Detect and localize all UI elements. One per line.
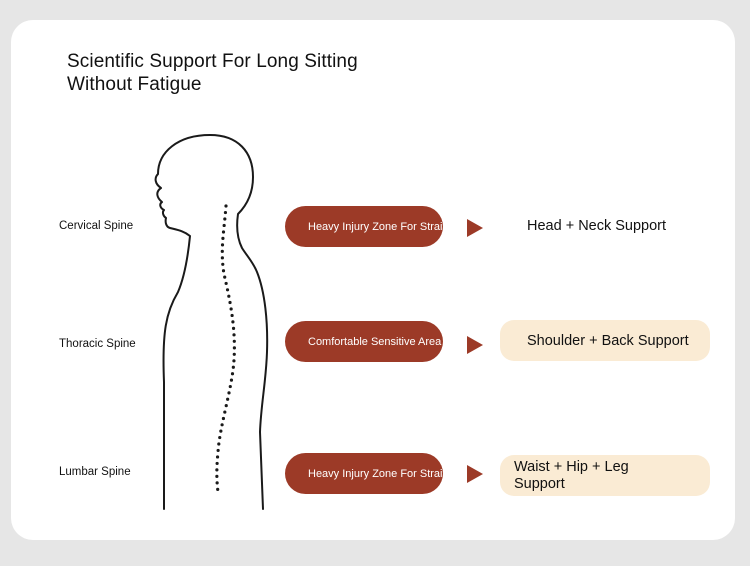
zone-pill-thoracic: Comfortable Sensitive Area [285, 321, 443, 362]
support-line-2: Support [514, 475, 565, 492]
arrow-right-icon [467, 465, 483, 483]
support-waist-hip-leg: Waist + Hip + Leg Support [500, 455, 710, 496]
lumbar-spine-label: Lumbar Spine [59, 466, 131, 478]
zone-pill-lumbar: Heavy Injury Zone For Strain [285, 453, 443, 494]
page-title: Scientific Support For Long Sitting With… [67, 50, 358, 96]
thoracic-spine-label: Thoracic Spine [59, 338, 136, 350]
support-head-neck: Head + Neck Support [527, 217, 667, 234]
zone-pill-cervical: Heavy Injury Zone For Strain [285, 206, 443, 247]
title-line-1: Scientific Support For Long Sitting [67, 51, 358, 72]
spine-dots-icon [215, 204, 236, 494]
support-line-1: Waist + Hip + Leg [514, 458, 629, 475]
cervical-spine-label: Cervical Spine [59, 220, 134, 232]
arrow-right-icon [467, 336, 483, 354]
title-line-2: Without Fatigue [67, 74, 202, 95]
body-silhouette-icon [154, 134, 269, 510]
support-shoulder-back: Shoulder + Back Support [500, 320, 710, 361]
arrow-right-icon [467, 219, 483, 237]
